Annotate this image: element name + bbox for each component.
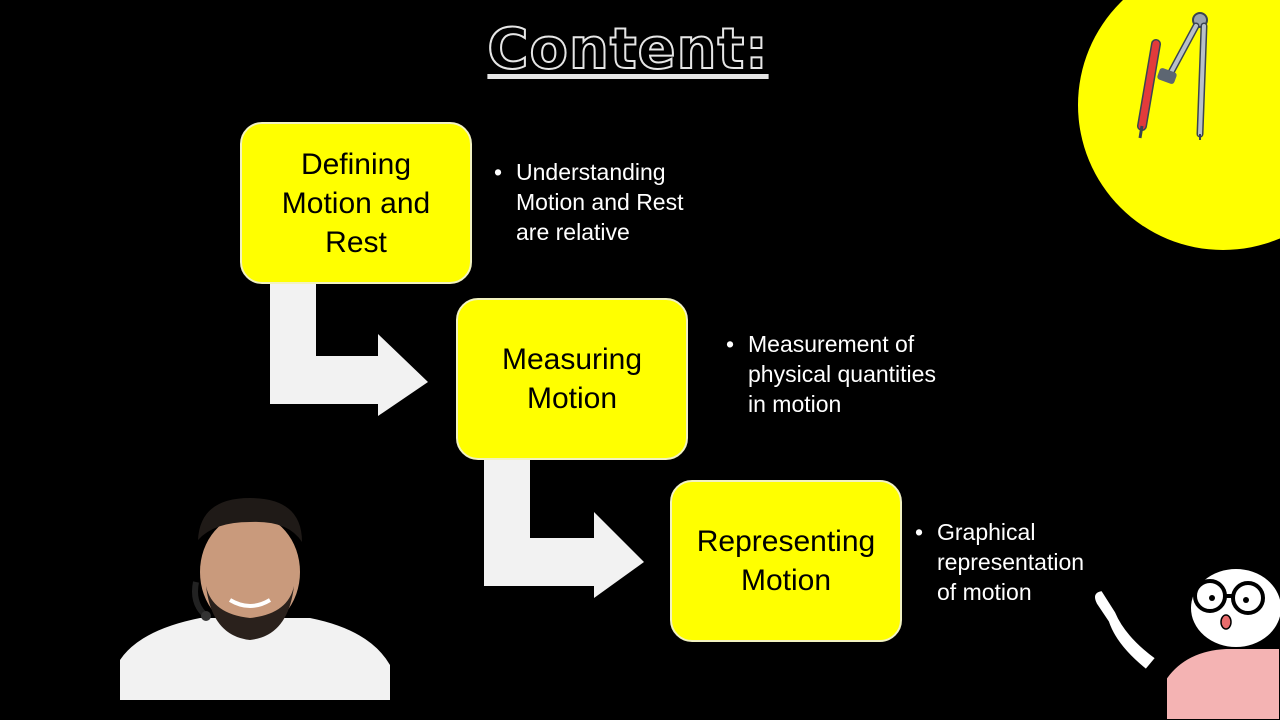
bullet-dot-icon: • xyxy=(494,159,503,185)
compass-icon xyxy=(1137,12,1208,140)
step-label: Measuring Motion xyxy=(501,343,643,415)
bullet-dot-icon: • xyxy=(915,519,924,545)
slide-title: Content: xyxy=(486,16,769,83)
flow-arrow-1 xyxy=(270,282,428,416)
bullet-item: • Understanding Motion and Rest are rela… xyxy=(494,157,683,247)
cartoon-character xyxy=(1086,567,1280,720)
bullet-dot-icon: • xyxy=(726,331,735,357)
bullet-text: Graphical representation of motion xyxy=(937,519,1085,605)
step-box-measuring-motion: Measuring Motion xyxy=(456,298,688,460)
presenter-video xyxy=(120,490,390,700)
flow-arrow-2 xyxy=(484,458,644,598)
step-box-representing-motion: Representing Motion xyxy=(670,480,902,642)
bullet-text: Measurement of physical quantities in mo… xyxy=(748,331,936,417)
step-label: Representing Motion xyxy=(696,525,876,597)
bullet-item: • Graphical representation of motion xyxy=(915,517,1084,607)
bullet-item: • Measurement of physical quantities in … xyxy=(726,329,936,419)
bullet-text: Understanding Motion and Rest are relati… xyxy=(516,159,684,245)
step-box-defining-motion: Defining Motion and Rest xyxy=(240,122,472,284)
step-label: Defining Motion and Rest xyxy=(281,147,431,259)
